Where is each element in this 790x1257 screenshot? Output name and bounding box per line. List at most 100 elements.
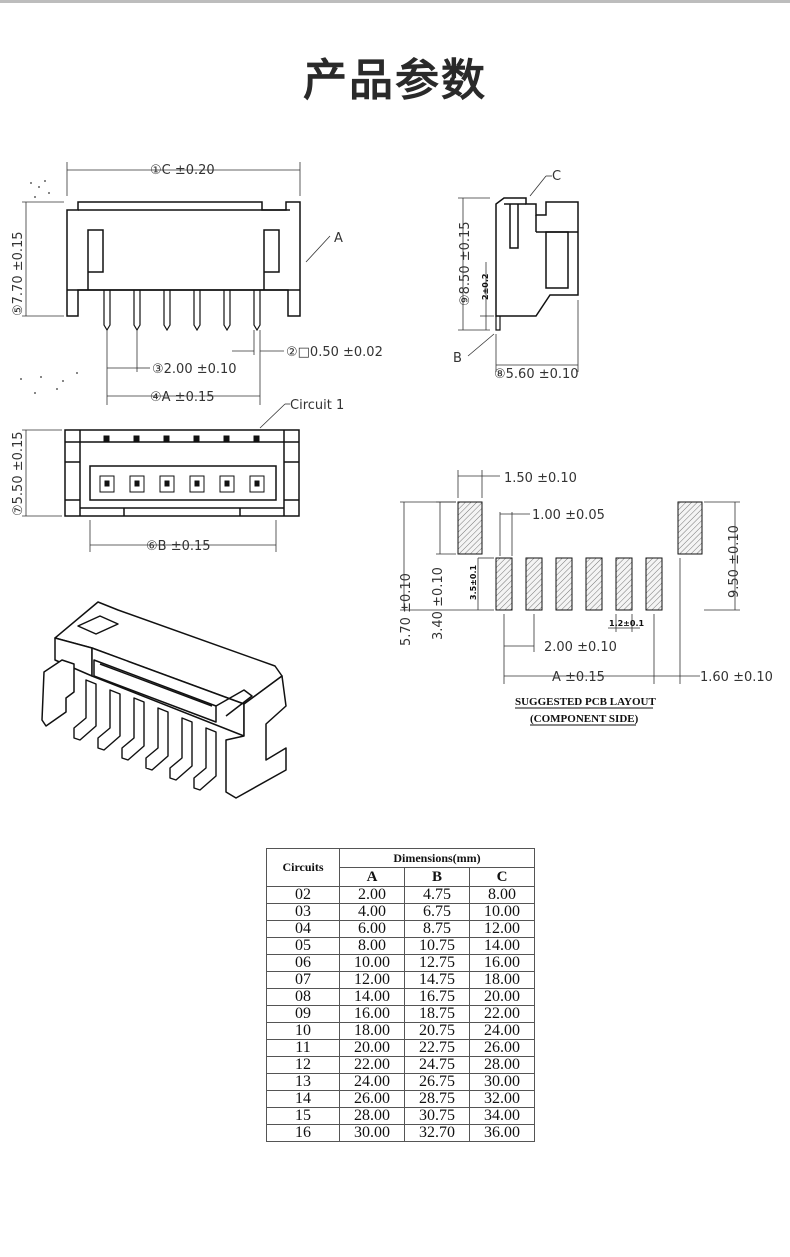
table-cell-b: 26.75 [404, 1073, 470, 1091]
table-cell-circuits: 09 [266, 1005, 340, 1023]
side-label-b: B [453, 351, 462, 366]
front-dim-pin-width: ②□0.50 ±0.02 [286, 345, 383, 360]
top-dim-height: ⑦5.50 ±0.15 [11, 431, 26, 516]
pcb-dim-side-h: 9.50 ±0.10 [727, 525, 742, 598]
table-cell-b: 4.75 [404, 886, 470, 904]
table-cell-a: 12.00 [339, 971, 405, 989]
pcb-dim-edge: 1.60 ±0.10 [700, 670, 773, 685]
front-dim-c: ①C ±0.20 [150, 163, 215, 178]
table-cell-circuits: 16 [266, 1124, 340, 1142]
table-cell-a: 14.00 [339, 988, 405, 1006]
table-cell-a: 20.00 [339, 1039, 405, 1057]
pcb-caption-line1: SUGGESTED PCB LAYOUT [515, 696, 656, 708]
side-dim-depth: ⑧5.60 ±0.10 [494, 367, 579, 382]
technical-drawing: ①C ±0.20 ⑤7.70 ±0.15 A ②□0.50 ±0.02 ③2.0… [11, 162, 773, 799]
table-cell-c: 18.00 [469, 971, 535, 989]
table-cell-a: 30.00 [339, 1124, 405, 1142]
table-cell-a: 10.00 [339, 954, 405, 972]
table-cell-b: 22.75 [404, 1039, 470, 1057]
pcb-layout [457, 501, 703, 611]
front-pins [103, 290, 261, 332]
table-cell-circuits: 13 [266, 1073, 340, 1091]
front-view [66, 201, 301, 332]
table-cell-c: 22.00 [469, 1005, 535, 1023]
table-cell-b: 6.75 [404, 903, 470, 921]
top-dim-b: ⑥B ±0.15 [146, 539, 211, 554]
table-cell-circuits: 02 [266, 886, 340, 904]
table-cell-b: 14.75 [404, 971, 470, 989]
header-col-b: B [404, 867, 470, 887]
table-cell-c: 20.00 [469, 988, 535, 1006]
front-label-a: A [334, 231, 343, 246]
pcb-caption-line2: (COMPONENT SIDE) [530, 713, 639, 725]
table-cell-b: 24.75 [404, 1056, 470, 1074]
table-cell-c: 26.00 [469, 1039, 535, 1057]
pcb-dim-a: A ±0.15 [552, 670, 605, 685]
table-cell-c: 14.00 [469, 937, 535, 955]
table-cell-b: 32.70 [404, 1124, 470, 1142]
table-cell-c: 34.00 [469, 1107, 535, 1125]
table-cell-b: 16.75 [404, 988, 470, 1006]
side-dim-height: ⑨8.50 ±0.15 [458, 221, 473, 306]
table-cell-a: 22.00 [339, 1056, 405, 1074]
isometric-view [41, 601, 287, 799]
side-dim-lead: 2±0.2 [481, 274, 490, 300]
table-cell-a: 8.00 [339, 937, 405, 955]
front-dim-height: ⑤7.70 ±0.15 [11, 231, 26, 316]
pcb-dim-pad-h: 3.40 ±0.10 [431, 567, 446, 640]
iso-pins [73, 679, 217, 791]
table-cell-a: 18.00 [339, 1022, 405, 1040]
table-cell-circuits: 12 [266, 1056, 340, 1074]
table-cell-c: 24.00 [469, 1022, 535, 1040]
top-view [64, 429, 300, 517]
table-cell-circuits: 05 [266, 937, 340, 955]
table-cell-circuits: 15 [266, 1107, 340, 1125]
header-col-c: C [469, 867, 535, 887]
pcb-dim-total-h: 5.70 ±0.10 [399, 573, 414, 646]
table-cell-circuits: 11 [266, 1039, 340, 1057]
table-cell-a: 28.00 [339, 1107, 405, 1125]
table-cell-circuits: 06 [266, 954, 340, 972]
table-cell-circuits: 14 [266, 1090, 340, 1108]
table-cell-c: 32.00 [469, 1090, 535, 1108]
table-cell-c: 16.00 [469, 954, 535, 972]
pcb-dim-pad-small: 3.5±0.1 [469, 565, 478, 600]
table-cell-a: 6.00 [339, 920, 405, 938]
table-cell-c: 36.00 [469, 1124, 535, 1142]
table-cell-b: 12.75 [404, 954, 470, 972]
table-cell-b: 30.75 [404, 1107, 470, 1125]
header-dimensions: Dimensions(mm) [339, 848, 535, 868]
header-col-a: A [339, 867, 405, 887]
top-label-circuit: Circuit 1 [290, 398, 344, 413]
front-dim-pitch: ③2.00 ±0.10 [152, 362, 237, 377]
table-cell-b: 20.75 [404, 1022, 470, 1040]
pcb-dim-pad-w: 1.50 ±0.10 [504, 471, 577, 486]
table-cell-c: 8.00 [469, 886, 535, 904]
table-cell-a: 24.00 [339, 1073, 405, 1091]
side-label-c: C [552, 169, 561, 184]
table-cell-c: 12.00 [469, 920, 535, 938]
table-cell-a: 16.00 [339, 1005, 405, 1023]
pcb-dim-pitch: 2.00 ±0.10 [544, 640, 617, 655]
page-title: 产品参数 [303, 55, 487, 106]
table-cell-b: 10.75 [404, 937, 470, 955]
front-dim-a: ④A ±0.15 [150, 390, 215, 405]
table-cell-a: 26.00 [339, 1090, 405, 1108]
pcb-dim-slot: 1.2±0.1 [609, 619, 644, 628]
table-cell-b: 28.75 [404, 1090, 470, 1108]
table-cell-circuits: 10 [266, 1022, 340, 1040]
